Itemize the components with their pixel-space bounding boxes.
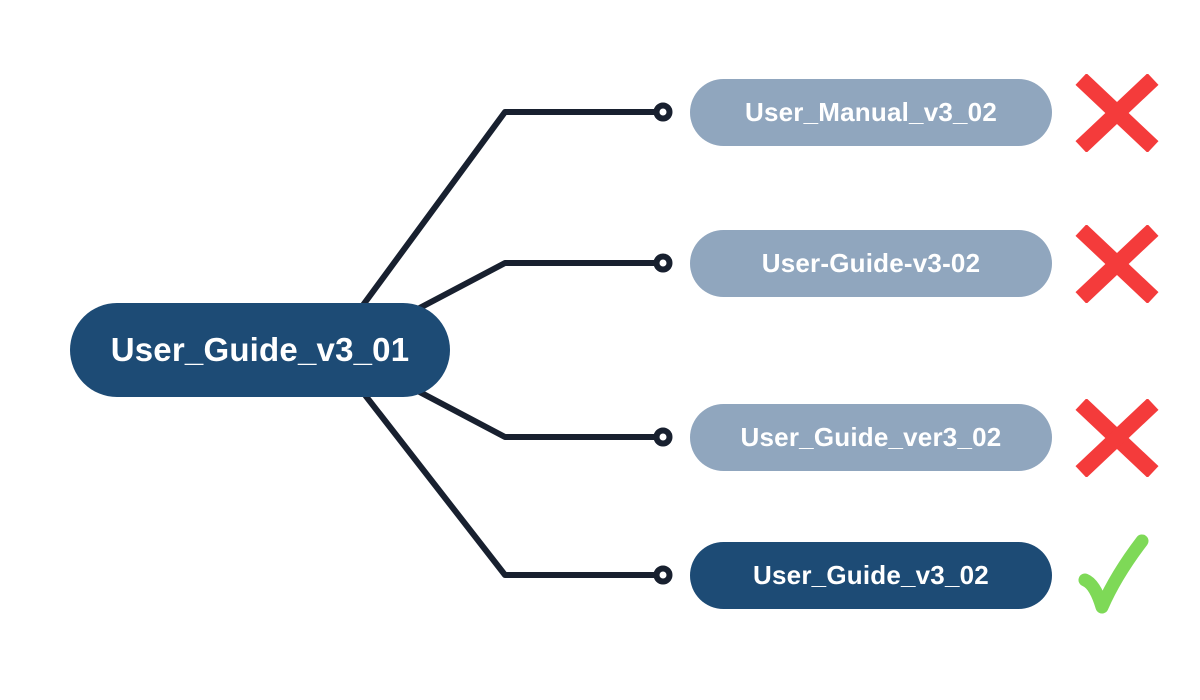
option-label: User_Guide_ver3_02 — [740, 422, 1002, 452]
check-icon — [1078, 534, 1149, 614]
option-label: User-Guide-v3-02 — [761, 248, 981, 278]
connector-endpoint-circle — [653, 565, 673, 585]
root-node-label: User_Guide_v3_01 — [110, 331, 410, 368]
option-node-pill-4: User_Guide_v3_02 — [690, 542, 1052, 609]
option-node-pill-3: User_Guide_ver3_02 — [690, 404, 1052, 471]
option-label: User_Manual_v3_02 — [745, 97, 997, 127]
cross-icon — [1075, 399, 1159, 477]
connector-line-option-4 — [327, 348, 656, 578]
root-node-pill: User_Guide_v3_01 — [70, 303, 450, 397]
connector-line-option-1 — [327, 109, 656, 352]
connector-endpoint-circle — [653, 102, 673, 122]
option-node-pill-1: User_Manual_v3_02 — [690, 79, 1052, 146]
option-node-pill-2: User-Guide-v3-02 — [690, 230, 1052, 297]
cross-icon — [1075, 225, 1159, 303]
cross-icon — [1075, 74, 1159, 152]
connector-endpoint-circle — [653, 427, 673, 447]
option-label: User_Guide_v3_02 — [753, 560, 989, 590]
connector-endpoint-circle — [653, 253, 673, 273]
